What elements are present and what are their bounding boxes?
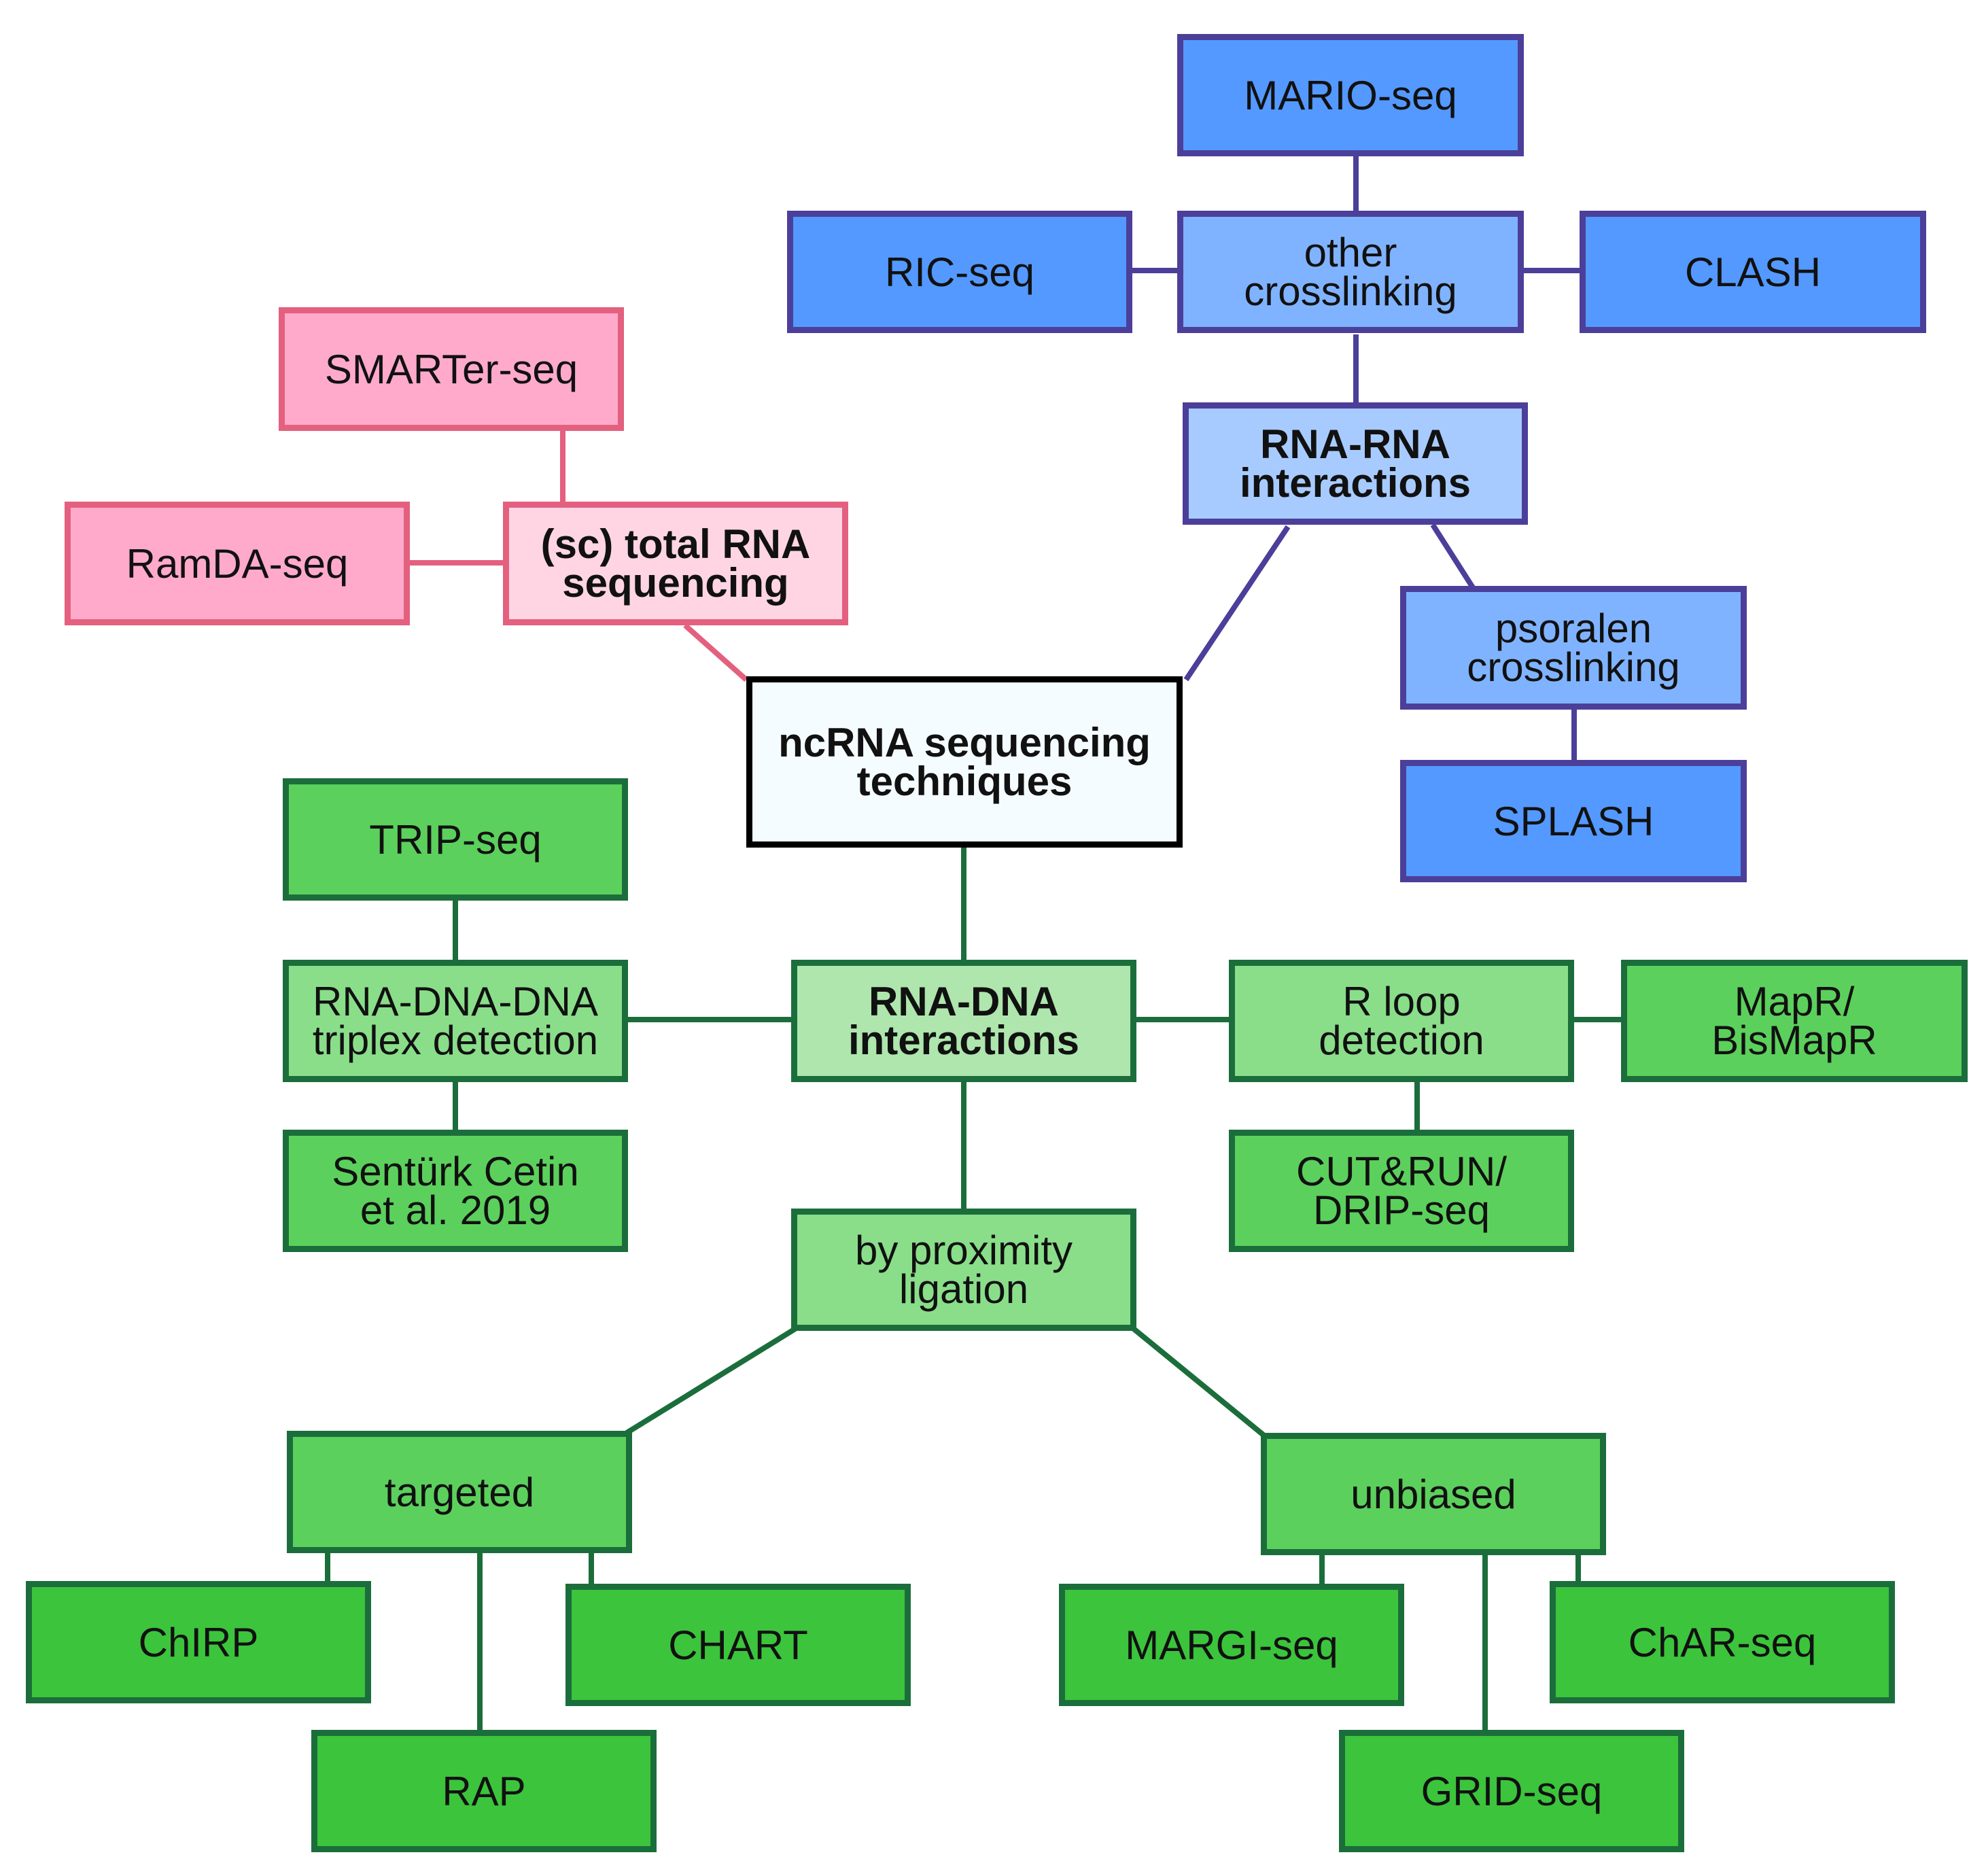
ramda-seq-label: RamDA-seq <box>126 540 349 587</box>
edge-root-rna-rna <box>1183 525 1291 682</box>
chart-node: CHART <box>565 1584 911 1706</box>
rna-dna-node: RNA-DNA interactions <box>791 960 1136 1082</box>
cut-run-node: CUT&RUN/ DRIP-seq <box>1229 1130 1574 1252</box>
root-node: ncRNA sequencing techniques <box>746 676 1183 848</box>
trip-seq-label: TRIP-seq <box>369 816 542 863</box>
smarter-seq-label: SMARTer-seq <box>324 346 578 392</box>
grid-seq-node: GRID-seq <box>1339 1730 1684 1852</box>
psoralen-node: psoralen crosslinking <box>1400 586 1747 710</box>
mario-seq-label: MARIO-seq <box>1244 72 1457 118</box>
other-crosslinking-label: other crosslinking <box>1244 230 1457 314</box>
r-loop-label: R loop detection <box>1319 979 1484 1063</box>
r-loop-node: R loop detection <box>1229 960 1574 1082</box>
ric-seq-node: RIC-seq <box>787 211 1132 333</box>
smarter-seq-node: SMARTer-seq <box>279 307 624 431</box>
char-seq-label: ChAR-seq <box>1628 1619 1817 1665</box>
rna-rna-node: RNA-RNA interactions <box>1183 402 1528 525</box>
total-rna-node: (sc) total RNA sequencing <box>503 502 848 625</box>
chart-label: CHART <box>668 1622 808 1668</box>
cut-run-label: CUT&RUN/ DRIP-seq <box>1296 1149 1507 1233</box>
root-label: ncRNA sequencing techniques <box>778 720 1151 804</box>
unbiased-label: unbiased <box>1351 1471 1516 1517</box>
mario-seq-node: MARIO-seq <box>1177 34 1524 156</box>
triplex-node: RNA-DNA-DNA triplex detection <box>283 960 628 1082</box>
mapr-label: MapR/ BisMapR <box>1711 979 1877 1063</box>
targeted-node: targeted <box>287 1431 632 1553</box>
total-rna-label: (sc) total RNA sequencing <box>540 521 811 606</box>
ric-seq-label: RIC-seq <box>884 249 1035 295</box>
char-seq-node: ChAR-seq <box>1550 1581 1895 1703</box>
triplex-label: RNA-DNA-DNA triplex detection <box>312 979 599 1063</box>
rna-rna-label: RNA-RNA interactions <box>1239 421 1471 506</box>
senturk-node: Sentürk Cetin et al. 2019 <box>283 1130 628 1252</box>
edge-rna-rna-psoralen <box>1430 523 1476 591</box>
splash-label: SPLASH <box>1493 798 1654 844</box>
margi-seq-label: MARGI-seq <box>1125 1622 1338 1668</box>
splash-node: SPLASH <box>1400 760 1747 882</box>
chirp-label: ChIRP <box>138 1619 259 1665</box>
rap-label: RAP <box>442 1768 526 1814</box>
edge-root-total-rna <box>683 623 748 682</box>
clash-node: CLASH <box>1580 211 1926 333</box>
proximity-node: by proximity ligation <box>791 1209 1136 1331</box>
unbiased-node: unbiased <box>1261 1433 1606 1555</box>
clash-label: CLASH <box>1684 249 1822 295</box>
senturk-label: Sentürk Cetin et al. 2019 <box>332 1149 579 1233</box>
chirp-node: ChIRP <box>26 1581 371 1703</box>
trip-seq-node: TRIP-seq <box>283 778 628 901</box>
margi-seq-node: MARGI-seq <box>1059 1584 1404 1706</box>
edge-proximity-unbiased <box>1132 1326 1266 1438</box>
other-crosslinking-node: other crosslinking <box>1177 211 1524 333</box>
grid-seq-label: GRID-seq <box>1421 1768 1603 1814</box>
edge-proximity-targeted <box>625 1326 797 1436</box>
psoralen-label: psoralen crosslinking <box>1467 606 1680 690</box>
rna-dna-label: RNA-DNA interactions <box>848 979 1080 1063</box>
mapr-node: MapR/ BisMapR <box>1621 960 1968 1082</box>
proximity-label: by proximity ligation <box>854 1228 1073 1312</box>
ramda-seq-node: RamDA-seq <box>65 502 410 625</box>
targeted-label: targeted <box>384 1469 535 1515</box>
rap-node: RAP <box>311 1730 657 1852</box>
